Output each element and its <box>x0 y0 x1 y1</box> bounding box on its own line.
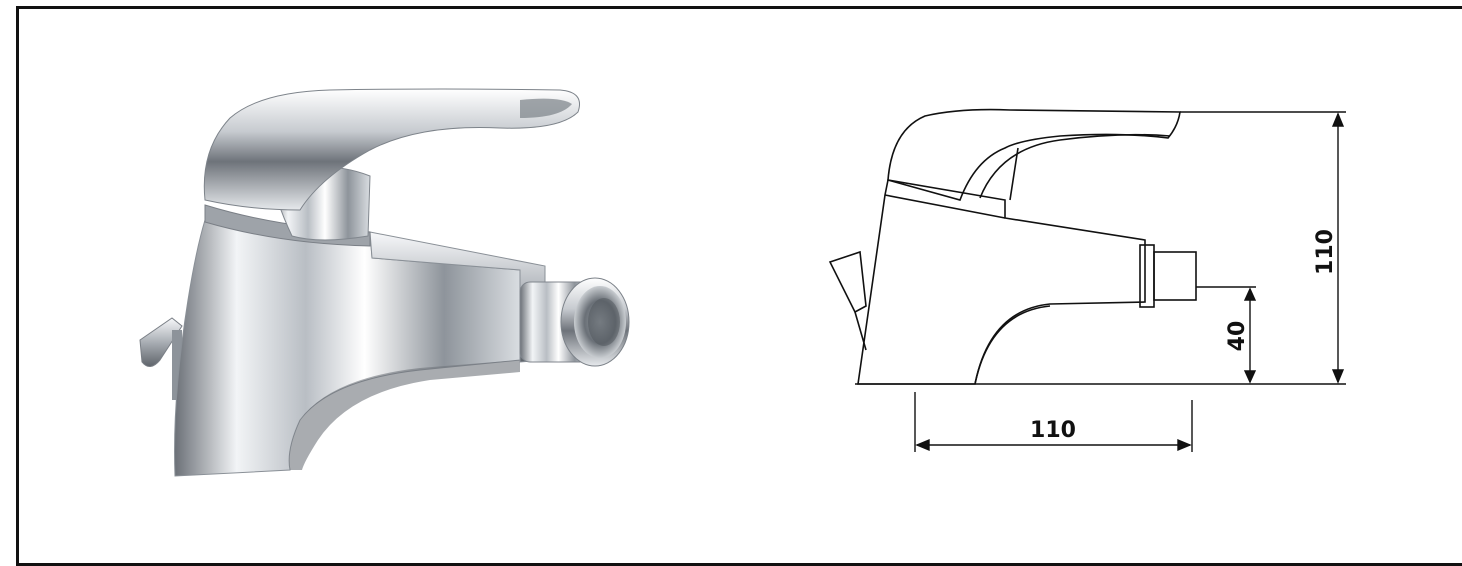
handle-lever <box>203 88 580 211</box>
faucet-spout <box>369 231 546 363</box>
drawing-lever-outline <box>887 108 1181 201</box>
aerator-nozzle <box>519 277 630 367</box>
technical-drawing <box>828 108 1346 385</box>
label-total-height: 110 <box>1313 229 1338 275</box>
dimension-base-width <box>914 392 1193 452</box>
drawing-popup-lever <box>828 250 867 314</box>
label-spout-height: 40 <box>1225 321 1250 352</box>
label-base-width: 110 <box>1030 418 1076 443</box>
dimension-total-height <box>1180 111 1346 384</box>
drawing-body-outline <box>857 179 1146 385</box>
dimension-spout-height <box>1196 286 1257 384</box>
faucet-photo <box>139 88 630 477</box>
product-sheet-canvas: 110 40 110 <box>139 88 1346 477</box>
